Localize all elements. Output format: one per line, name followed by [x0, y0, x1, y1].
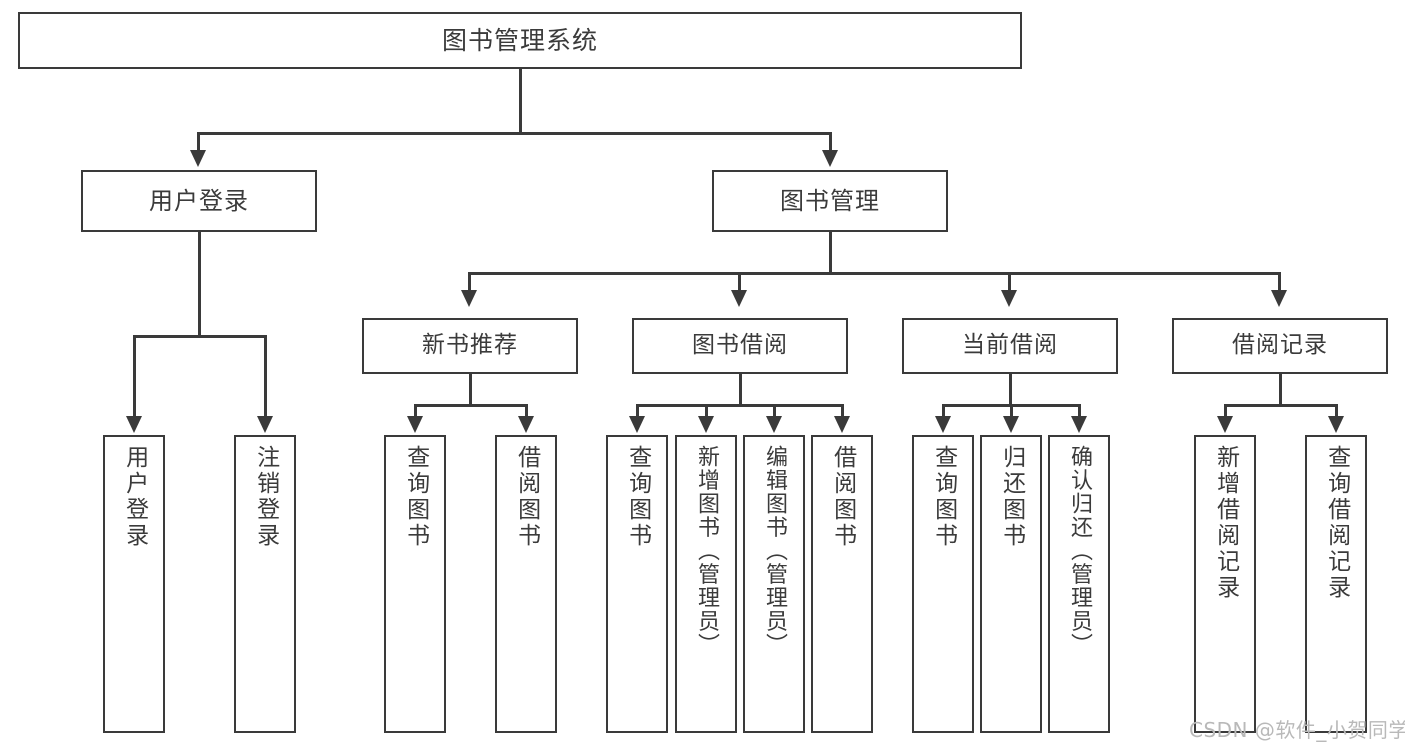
node-label: 图书借阅	[692, 332, 788, 359]
edge-book-borrow-bus	[636, 404, 843, 407]
edge-book-borrow-leaf-2	[773, 404, 776, 418]
node-label: 编辑图书（管理员）	[761, 445, 787, 657]
arrow-new-book-leaf-0	[407, 416, 423, 433]
arrow-book-borrow-leaf-2	[766, 416, 782, 433]
arrow-new-book-leaf-1	[518, 416, 534, 433]
arrow-to-book-manage	[822, 150, 838, 167]
node-user-login[interactable]: 用户登录	[81, 170, 317, 232]
edge-root-bus	[197, 132, 831, 135]
node-label: 借阅记录	[1232, 332, 1328, 359]
node-label: 新书推荐	[422, 332, 518, 359]
leaf-borrow-record-1[interactable]: 查询借阅记录	[1305, 435, 1367, 733]
arrow-to-borrow	[731, 290, 747, 307]
node-label: 新增借阅记录	[1212, 445, 1239, 601]
arrow-borrow-record-leaf-1	[1328, 416, 1344, 433]
edge-borrow-record-leaf-1	[1335, 404, 1338, 418]
arrow-to-current-borrow	[1001, 290, 1017, 307]
edge-borrow-record-leaf-0	[1224, 404, 1227, 418]
node-label: 图书管理	[780, 186, 880, 215]
edge-book-borrow-leaf-0	[636, 404, 639, 418]
edge-user-login-leaf-1	[264, 335, 267, 418]
arrow-to-borrow-record	[1271, 290, 1287, 307]
leaf-book-borrow-3[interactable]: 借阅图书	[811, 435, 873, 733]
node-label: 注销登录	[252, 445, 279, 549]
node-book-borrow[interactable]: 图书借阅	[632, 318, 848, 374]
edge-book-manage-down	[829, 232, 832, 274]
leaf-book-borrow-0[interactable]: 查询图书	[606, 435, 668, 733]
node-label: 查询图书	[624, 445, 651, 549]
node-label: 确认归还（管理员）	[1066, 445, 1092, 657]
edge-borrow-record-bus	[1224, 404, 1337, 407]
leaf-user-login-1[interactable]: 注销登录	[234, 435, 296, 733]
node-root-system[interactable]: 图书管理系统	[18, 12, 1022, 69]
edge-book-borrow-leaf-1	[705, 404, 708, 418]
edge-user-login-bus	[133, 335, 266, 338]
edge-root-to-book-manage	[829, 132, 832, 152]
node-label: 查询借阅记录	[1323, 445, 1350, 601]
node-label: 图书管理系统	[441, 25, 598, 55]
edge-book-borrow-down	[739, 374, 742, 406]
edge-book-manage-to-current	[1008, 272, 1011, 292]
edge-book-manage-to-borrow	[738, 272, 741, 292]
edge-user-login-down	[198, 232, 201, 337]
leaf-user-login-0[interactable]: 用户登录	[103, 435, 165, 733]
node-label: 查询图书	[930, 445, 957, 549]
edge-current-borrow-leaf-2	[1078, 404, 1081, 418]
edge-user-login-leaf-0	[133, 335, 136, 418]
edge-root-to-user-login	[197, 132, 200, 152]
edge-book-borrow-leaf-3	[841, 404, 844, 418]
arrow-current-borrow-leaf-0	[935, 416, 951, 433]
node-label: 查询图书	[402, 445, 429, 549]
leaf-new-book-1[interactable]: 借阅图书	[495, 435, 557, 733]
arrow-to-user-login	[190, 150, 206, 167]
node-label: 当前借阅	[962, 332, 1058, 359]
leaf-new-book-0[interactable]: 查询图书	[384, 435, 446, 733]
edge-new-book-bus	[414, 404, 527, 407]
arrow-book-borrow-leaf-0	[629, 416, 645, 433]
arrow-current-borrow-leaf-2	[1071, 416, 1087, 433]
edge-book-manage-to-record	[1278, 272, 1281, 292]
edge-book-manage-to-new-book	[468, 272, 471, 292]
arrow-book-borrow-leaf-1	[698, 416, 714, 433]
edge-current-borrow-leaf-1	[1010, 404, 1013, 418]
leaf-book-borrow-2[interactable]: 编辑图书（管理员）	[743, 435, 805, 733]
leaf-book-borrow-1[interactable]: 新增图书（管理员）	[675, 435, 737, 733]
arrow-borrow-record-leaf-0	[1217, 416, 1233, 433]
node-new-book-recommend[interactable]: 新书推荐	[362, 318, 578, 374]
leaf-borrow-record-0[interactable]: 新增借阅记录	[1194, 435, 1256, 733]
edge-borrow-record-down	[1279, 374, 1282, 406]
arrow-book-borrow-leaf-3	[834, 416, 850, 433]
leaf-current-borrow-2[interactable]: 确认归还（管理员）	[1048, 435, 1110, 733]
arrow-user-login-leaf-1	[257, 416, 273, 433]
leaf-current-borrow-1[interactable]: 归还图书	[980, 435, 1042, 733]
edge-new-book-leaf-0	[414, 404, 417, 418]
edge-current-borrow-down	[1009, 374, 1012, 406]
node-borrow-record[interactable]: 借阅记录	[1172, 318, 1388, 374]
node-label: 归还图书	[998, 445, 1025, 549]
node-label: 借阅图书	[829, 445, 856, 549]
arrow-current-borrow-leaf-1	[1003, 416, 1019, 433]
arrow-user-login-leaf-0	[126, 416, 142, 433]
csdn-watermark: CSDN @软件_小贺同学	[1189, 718, 1405, 742]
node-label: 新增图书（管理员）	[693, 445, 719, 657]
edge-current-borrow-leaf-0	[942, 404, 945, 418]
node-label: 借阅图书	[513, 445, 540, 549]
leaf-current-borrow-0[interactable]: 查询图书	[912, 435, 974, 733]
edge-book-manage-bus	[468, 272, 1280, 275]
node-label: 用户登录	[149, 186, 249, 215]
edge-new-book-leaf-1	[525, 404, 528, 418]
arrow-to-new-book	[461, 290, 477, 307]
edge-root-down	[519, 69, 522, 134]
node-book-management[interactable]: 图书管理	[712, 170, 948, 232]
node-current-borrow[interactable]: 当前借阅	[902, 318, 1118, 374]
node-label: 用户登录	[121, 445, 148, 549]
edge-new-book-down	[469, 374, 472, 406]
